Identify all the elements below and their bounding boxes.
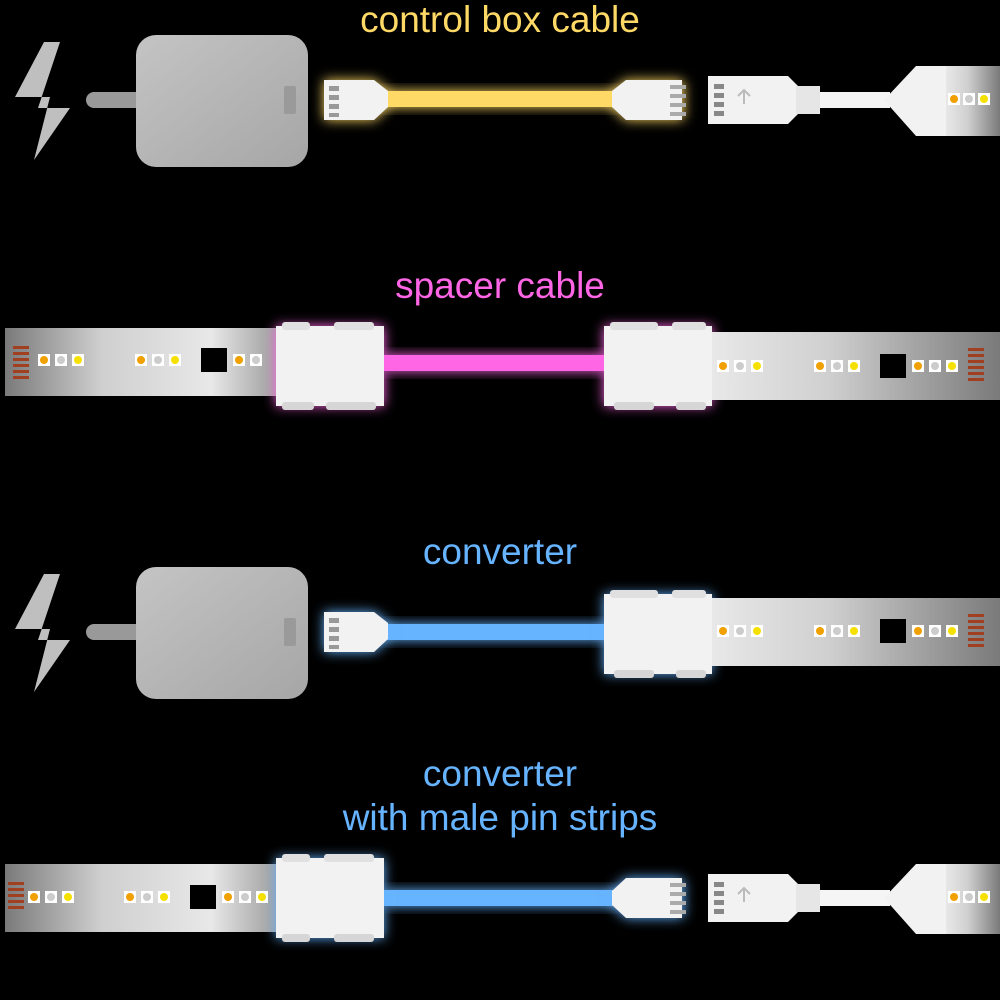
lightning-icon: [15, 574, 70, 692]
led-strip-icon: [5, 328, 280, 396]
led-strip-icon: [5, 864, 280, 932]
led-strip-icon: [712, 598, 1000, 666]
blue-cable: [380, 624, 608, 640]
led-strip-icon: [946, 864, 1000, 934]
title-converter-pins-line1: converter: [422, 753, 578, 794]
clip-connector-icon: [604, 326, 712, 406]
power-supply-icon: [136, 35, 308, 167]
power-supply-port: [284, 618, 296, 646]
strip-socket-icon: [708, 66, 946, 136]
yellow-cable: [380, 91, 620, 107]
title-control-box-cable: control box cable: [360, 0, 640, 40]
plug-connector-icon: [324, 80, 388, 120]
title-converter-pins-line2: with male pin strips: [342, 797, 658, 838]
title-converter: converter: [422, 531, 578, 572]
power-cord: [86, 92, 146, 108]
section-control-box-cable: [15, 35, 1000, 167]
section-converter: [15, 567, 1000, 699]
power-supply-port: [284, 86, 296, 114]
title-spacer-cable: spacer cable: [395, 265, 605, 306]
clip-connector-icon: [276, 858, 384, 938]
blue-cable: [384, 890, 620, 906]
led-strip-icon: [946, 66, 1000, 136]
pink-cable: [384, 355, 606, 371]
male-plug-icon: [612, 80, 686, 120]
plug-connector-icon: [324, 612, 388, 652]
section-converter-male-pins: [5, 854, 1000, 942]
led-strip-icon: [712, 332, 1000, 400]
power-cord: [86, 624, 146, 640]
male-plug-icon: [612, 878, 686, 918]
clip-connector-icon: [604, 594, 712, 674]
power-supply-icon: [136, 567, 308, 699]
lightning-icon: [15, 42, 70, 160]
strip-socket-icon: [708, 864, 946, 934]
section-spacer-cable: [5, 322, 1000, 410]
clip-connector-icon: [276, 326, 384, 406]
